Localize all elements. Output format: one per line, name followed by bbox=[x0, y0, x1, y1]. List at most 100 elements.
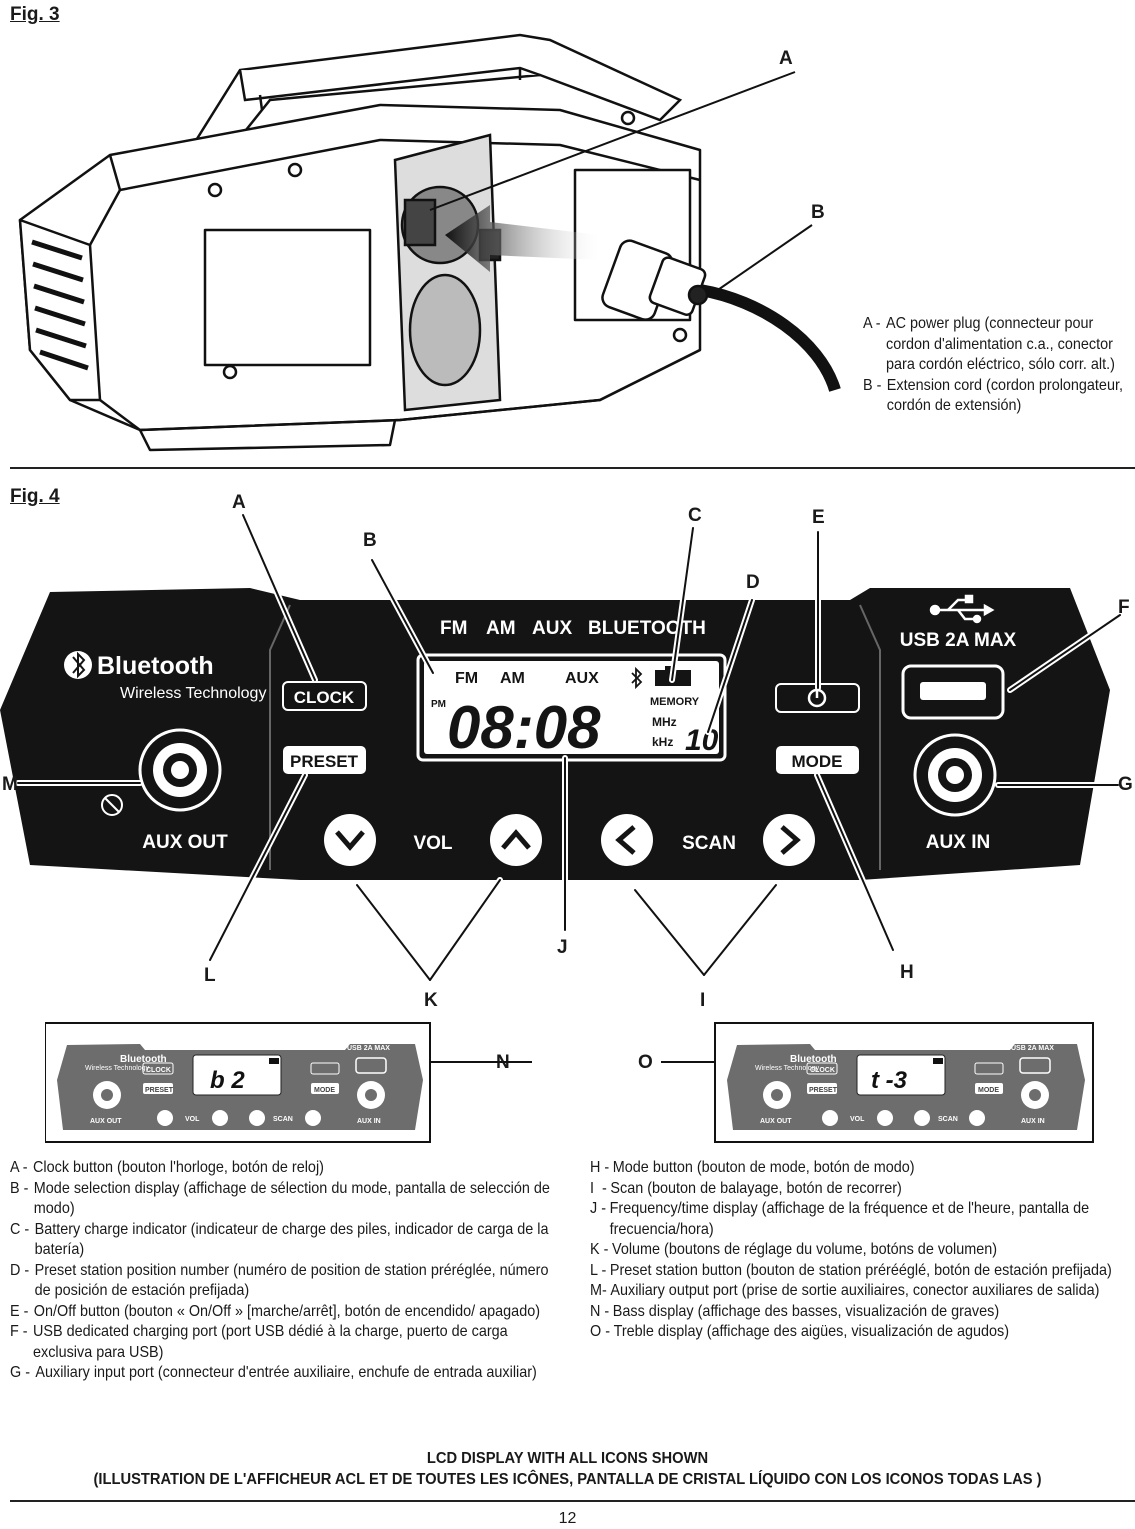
legend-key: F - bbox=[10, 1323, 28, 1340]
usb-icon bbox=[929, 594, 995, 624]
mode-button-label: MODE bbox=[792, 752, 843, 771]
legend-item-k: K -Volume (boutons de réglage du volume,… bbox=[590, 1240, 1135, 1261]
bass-panel-aux-out: AUX OUT bbox=[90, 1118, 122, 1125]
treble-panel-mode: MODE bbox=[978, 1087, 999, 1094]
legend-item-j: J -Frequency/time display (affichage de … bbox=[590, 1199, 1135, 1240]
fig4-title: Fig. 4 bbox=[10, 486, 60, 507]
legend-item-i: I -Scan (bouton de balayage, botón de re… bbox=[590, 1179, 1135, 1200]
caption-line-1: LCD DISPLAY WITH ALL ICONS SHOWN bbox=[426, 1450, 709, 1467]
fig3-title: Fig. 3 bbox=[10, 4, 60, 25]
treble-panel-bt: Bluetooth bbox=[790, 1054, 837, 1065]
legend-text: AC power plug (connecteur pour cordon d'… bbox=[886, 315, 1115, 373]
legend-key: B - bbox=[10, 1179, 29, 1197]
carry-handle bbox=[187, 33, 683, 152]
legend-item-b: B -Mode selection display (affichage de … bbox=[10, 1179, 555, 1220]
fig3-radio-illustration bbox=[18, 33, 841, 452]
callout-i: I bbox=[700, 990, 706, 1011]
lcd-pm: PM bbox=[431, 699, 446, 710]
callout-h: H bbox=[900, 962, 914, 983]
preset-button[interactable]: PRESET bbox=[283, 746, 366, 774]
lcd-display: FM AM AUX PM 08:08 MEMORY MHz kHz 10 bbox=[416, 653, 727, 762]
legend-text: Frequency/time display (affichage de la … bbox=[609, 1200, 1090, 1238]
fig3-leader-b bbox=[711, 224, 813, 295]
vol-up-button[interactable] bbox=[490, 814, 542, 866]
aux-out-jack bbox=[138, 728, 222, 812]
callout-j: J bbox=[557, 937, 568, 958]
lcd-aux: AUX bbox=[565, 670, 599, 687]
mode-bar-bluetooth: BLUETOOTH bbox=[588, 618, 706, 639]
legend-key: A - bbox=[10, 1159, 28, 1176]
fig3-callout-b: B bbox=[811, 202, 825, 223]
callout-d: D bbox=[746, 572, 760, 593]
callout-e: E bbox=[812, 507, 825, 528]
legend-item-f: F -USB dedicated charging port (port USB… bbox=[10, 1322, 555, 1363]
legend-key: H - bbox=[590, 1159, 610, 1176]
scan-back-button[interactable] bbox=[601, 814, 653, 866]
legend-key: E - bbox=[10, 1302, 29, 1320]
caption-line-2: (ILLUSTRATION DE L'AFFICHEUR ACL ET DE T… bbox=[93, 1471, 1042, 1488]
callout-m: M bbox=[2, 774, 18, 795]
fig3-legend-item-b: B - Extension cord (cordon prolongateur,… bbox=[863, 376, 1124, 417]
fig4-legend-right: H -Mode button (bouton de mode, botón de… bbox=[590, 1158, 1135, 1343]
legend-text: Volume (boutons de réglage du volume, bo… bbox=[612, 1241, 998, 1258]
mini-panels: b 2 Bluetooth Wireless Technology FM AM … bbox=[45, 1022, 1094, 1143]
bluetooth-logo-text: Bluetooth bbox=[97, 652, 214, 680]
bass-panel-modes: FM AM AUX BLUETOOTH bbox=[195, 1041, 297, 1050]
footer-divider bbox=[10, 1500, 1135, 1502]
aux-out-label: AUX OUT bbox=[142, 832, 228, 853]
lcd-bluetooth-icon bbox=[631, 666, 643, 690]
bass-display-text: b 2 bbox=[210, 1067, 245, 1094]
legend-text: Auxiliary output port (prise de sortie a… bbox=[610, 1282, 1100, 1299]
legend-text: Extension cord (cordon prolongateur, cor… bbox=[886, 376, 1123, 415]
callout-o: O bbox=[638, 1052, 653, 1073]
headphone-icon bbox=[101, 794, 123, 816]
plug-compartment bbox=[393, 133, 502, 412]
lcd-khz: kHz bbox=[652, 735, 673, 749]
vol-down-button[interactable] bbox=[324, 814, 376, 866]
legend-text: Clock button (bouton l'horloge, botón de… bbox=[33, 1159, 324, 1176]
legend-text: Bass display (affichage des basses, visu… bbox=[612, 1302, 1000, 1320]
callout-b: B bbox=[363, 530, 377, 551]
treble-panel-bt-tagline: Wireless Technology bbox=[755, 1065, 820, 1072]
fig3-legend: A - AC power plug (connecteur pour cordo… bbox=[863, 314, 1124, 417]
scan-label: SCAN bbox=[682, 833, 736, 854]
legend-text: Auxiliary input port (connecteur d'entré… bbox=[35, 1364, 537, 1381]
mode-button[interactable]: MODE bbox=[776, 746, 859, 774]
fig3-leader-a bbox=[429, 71, 796, 211]
side-vents bbox=[31, 239, 89, 371]
legend-key: N - bbox=[590, 1302, 610, 1320]
section-divider bbox=[10, 467, 1135, 469]
legend-text: Treble display (affichage des aigües, vi… bbox=[613, 1323, 1010, 1340]
legend-key: J - bbox=[590, 1200, 607, 1217]
lcd-fm: FM bbox=[455, 670, 478, 687]
page-number: 12 bbox=[558, 1510, 577, 1527]
legend-key: D - bbox=[10, 1261, 30, 1279]
usb-label: USB 2A MAX bbox=[900, 630, 1017, 651]
legend-text: Battery charge indicator (indicateur de … bbox=[34, 1220, 549, 1259]
legend-text: Preset station position number (numéro d… bbox=[34, 1261, 549, 1300]
clock-button[interactable]: CLOCK bbox=[282, 681, 367, 711]
treble-panel-clock: CLOCK bbox=[810, 1067, 835, 1074]
legend-item-g: G -Auxiliary input port (connecteur d'en… bbox=[10, 1363, 555, 1384]
treble-display-panel: t -3 Bluetooth Wireless Technology FM AM… bbox=[714, 1022, 1094, 1143]
legend-item-c: C -Battery charge indicator (indicateur … bbox=[10, 1220, 555, 1261]
lcd-mhz: MHz bbox=[652, 715, 677, 729]
legend-text: On/Off button (bouton « On/Off » [marche… bbox=[33, 1302, 541, 1320]
fig4-leader-lines bbox=[15, 512, 1123, 983]
legend-key: K - bbox=[590, 1241, 609, 1258]
bluetooth-logo-icon bbox=[64, 651, 92, 679]
treble-panel-modes: FM AM AUX BLUETOOTH bbox=[860, 1041, 962, 1050]
extension-cord bbox=[601, 239, 841, 392]
bass-panel-bt: Bluetooth bbox=[120, 1054, 167, 1065]
mode-bar-aux: AUX bbox=[532, 618, 572, 639]
callout-c: C bbox=[688, 505, 702, 526]
bass-panel-aux-in: AUX IN bbox=[357, 1118, 381, 1125]
legend-key: O - bbox=[590, 1323, 610, 1340]
treble-panel-usb: USB 2A MAX bbox=[1011, 1045, 1054, 1052]
scan-forward-button[interactable] bbox=[763, 814, 815, 866]
legend-key: A - bbox=[863, 315, 881, 332]
lcd-preset-number: 10 bbox=[685, 724, 719, 757]
bass-panel-usb: USB 2A MAX bbox=[347, 1045, 390, 1052]
legend-key: C - bbox=[10, 1220, 30, 1238]
legend-item-n: N -Bass display (affichage des basses, v… bbox=[590, 1302, 1135, 1323]
